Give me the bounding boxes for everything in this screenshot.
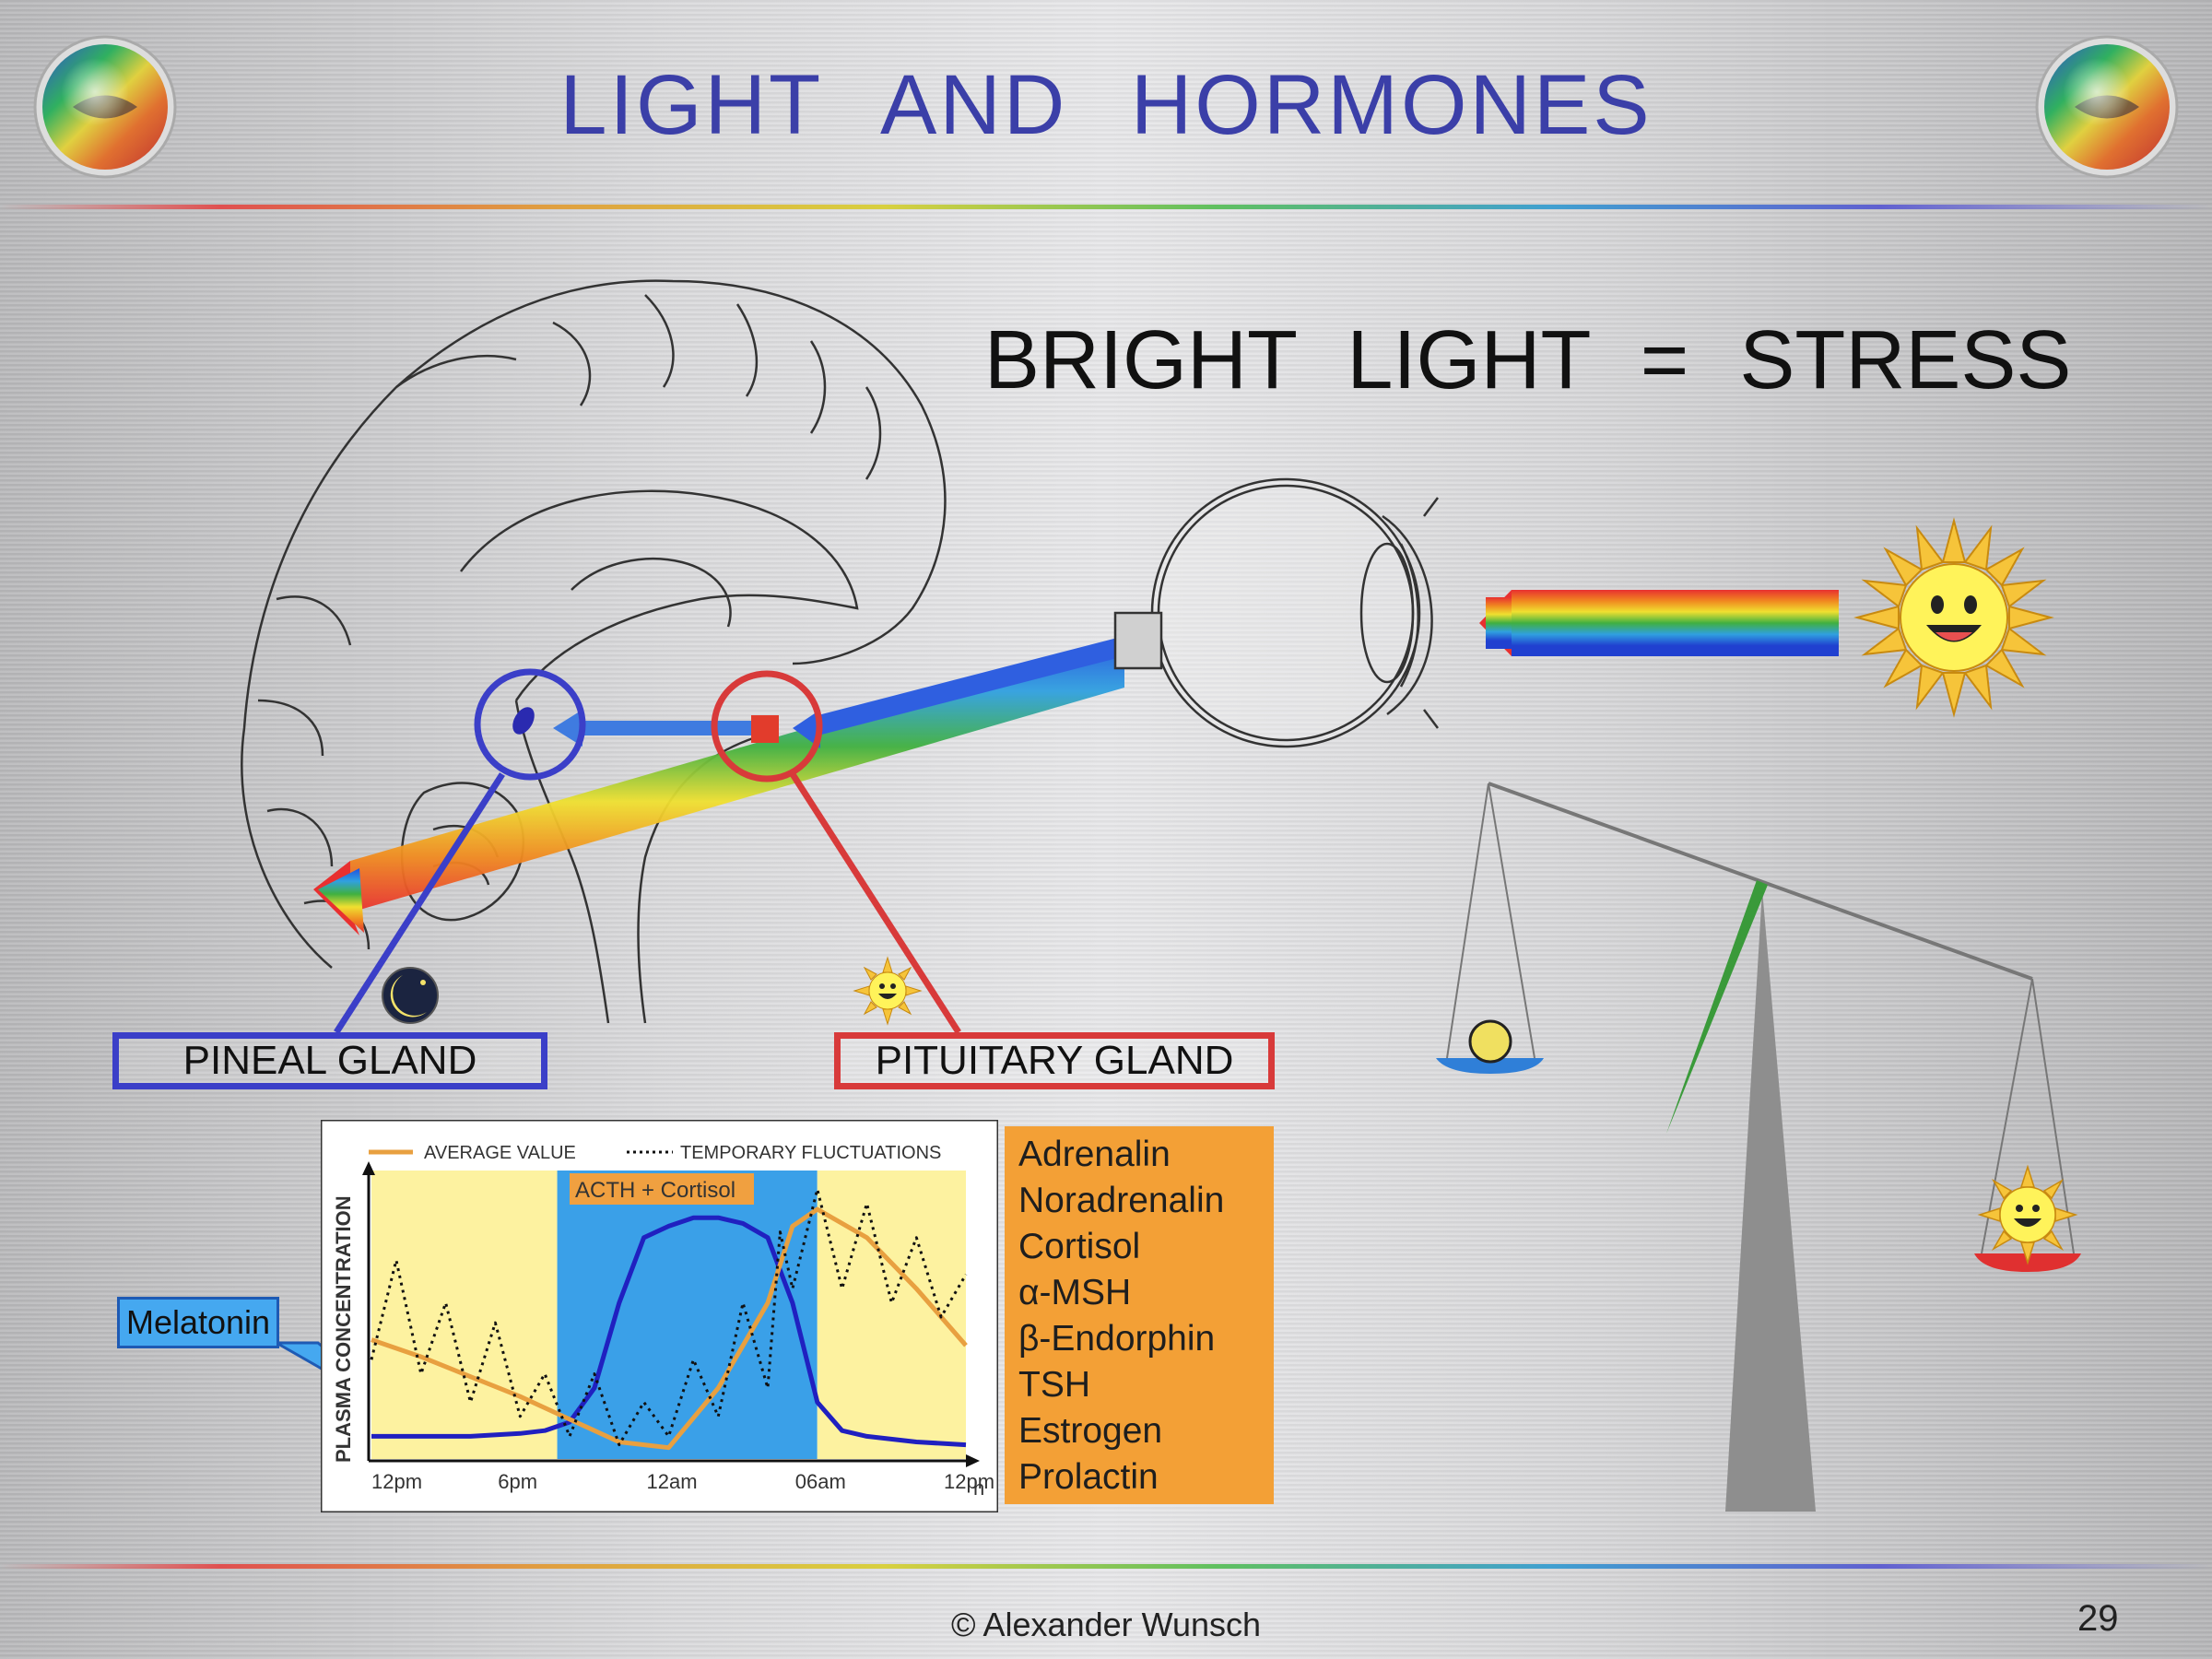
x-tick-label: 12am <box>647 1470 698 1493</box>
hormone-item: Cortisol <box>1018 1227 1141 1266</box>
x-axis-unit: h <box>973 1477 984 1500</box>
legend-label-average: AVERAGE VALUE <box>424 1143 576 1163</box>
series-line-2 <box>370 1187 968 1447</box>
sun-face-icon-pan <box>1977 1164 2078 1265</box>
pituitary-gland-label: PITUITARY GLAND <box>834 1032 1275 1089</box>
hormone-item: α-MSH <box>1018 1273 1132 1312</box>
chart-series <box>370 1187 968 1451</box>
x-tick-label: 12pm <box>371 1470 422 1493</box>
moon-face-icon-pan <box>1468 1019 1512 1064</box>
page-number: 29 <box>2077 1598 2119 1639</box>
top-divider <box>0 205 2212 209</box>
hormone-item: Adrenalin <box>1018 1135 1171 1174</box>
bottom-divider <box>0 1564 2212 1569</box>
hormone-item: Estrogen <box>1018 1411 1163 1451</box>
rainbow-globe-icon-left <box>33 35 177 179</box>
x-tick-label: 06am <box>795 1470 846 1493</box>
x-tick-label: 12pm <box>944 1470 994 1493</box>
x-ticks: 12pm 6pm 12am 06am 12pm <box>371 1470 994 1493</box>
rainbow-globe-icon-right <box>2035 35 2179 179</box>
sun-face-icon-small <box>853 956 923 1026</box>
footer-credit: © Alexander Wunsch <box>950 1606 1262 1643</box>
phase-band-night <box>557 1171 818 1459</box>
hormone-item: TSH <box>1018 1365 1090 1405</box>
headline: BRIGHT LIGHT = STRESS <box>984 314 2072 406</box>
acth-cortisol-label: ACTH + Cortisol <box>575 1178 735 1203</box>
series-line-0 <box>371 1215 967 1448</box>
sun-face-icon-large <box>1853 517 2054 718</box>
slide-title: LIGHT AND HORMONES <box>559 58 1653 152</box>
chart-background-phases <box>371 1171 966 1459</box>
hormone-list: Adrenalin Noradrenalin Cortisol α-MSH β-… <box>1005 1126 1274 1504</box>
hormone-item: Noradrenalin <box>1018 1181 1225 1220</box>
hormone-item: Prolactin <box>1018 1457 1159 1497</box>
legend-label-fluctuations: TEMPORARY FLUCTUATIONS <box>680 1143 941 1163</box>
pineal-gland-label: PINEAL GLAND <box>112 1032 547 1089</box>
phase-band-day <box>371 1171 558 1459</box>
hormone-item: β-Endorphin <box>1018 1319 1216 1359</box>
x-tick-label: 6pm <box>498 1470 537 1493</box>
melatonin-label: Melatonin <box>117 1297 279 1348</box>
hormone-chart: AVERAGE VALUE TEMPORARY FLUCTUATIONS PLA… <box>321 1120 998 1512</box>
balance-scale-icon <box>1436 782 2081 1512</box>
moon-face-icon-pineal <box>382 967 439 1024</box>
eye-icon <box>1113 477 1439 748</box>
phase-band-day <box>817 1171 966 1459</box>
y-axis-label: PLASMA CONCENTRATION <box>332 1195 355 1463</box>
acth-cortisol-label-bg <box>570 1173 754 1205</box>
series-line-1 <box>371 1206 968 1451</box>
